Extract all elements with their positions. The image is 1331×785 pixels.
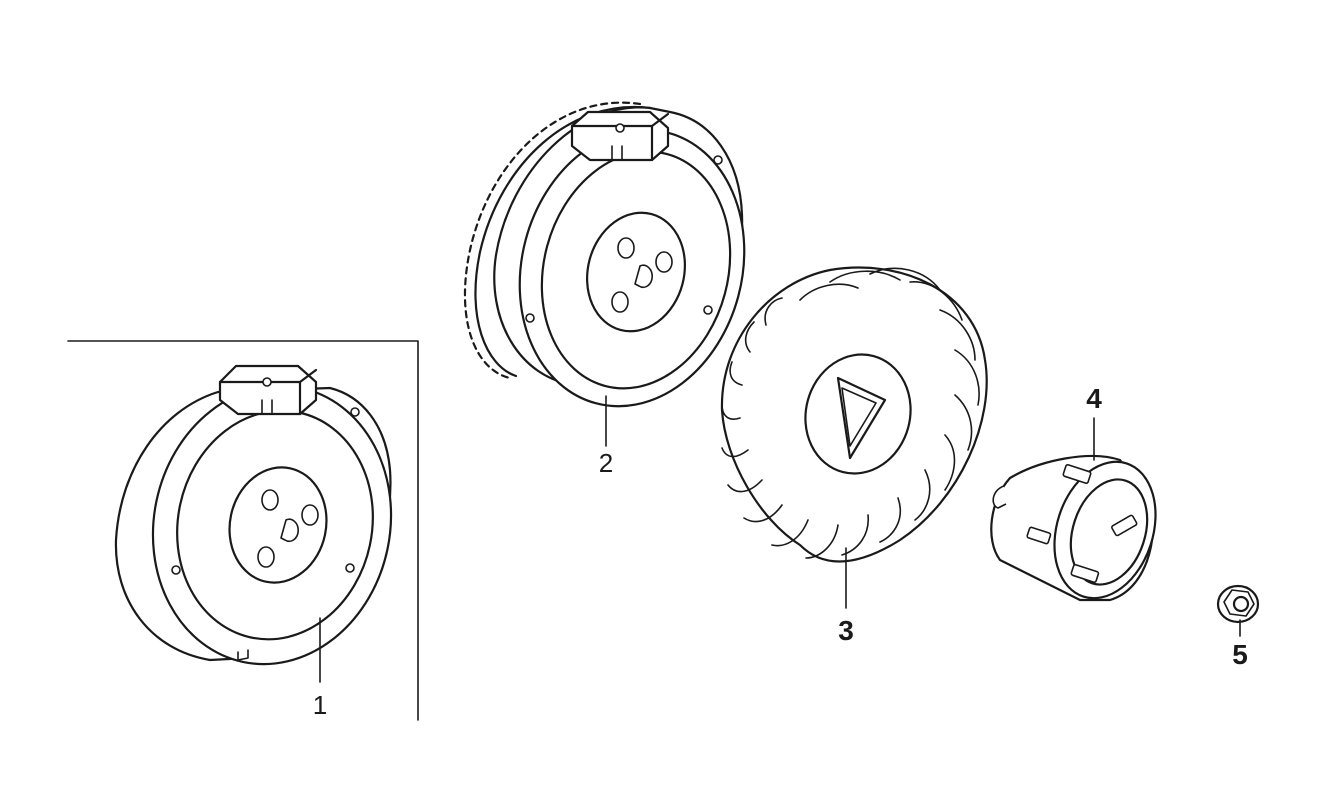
flywheel-part-1 (114, 364, 393, 683)
callout-part-5: 5 (1232, 639, 1248, 670)
callout-part-4: 4 (1086, 383, 1102, 414)
starter-cup-part-4 (990, 417, 1157, 602)
cooling-fan-part-3 (720, 266, 988, 609)
callout-part-1: 1 (313, 690, 327, 720)
inset-frame (67, 340, 419, 721)
callout-part-2: 2 (599, 448, 613, 478)
flywheel-part-2 (463, 101, 746, 447)
callout-part-3: 3 (838, 615, 854, 646)
flange-nut-part-5 (1216, 584, 1260, 637)
